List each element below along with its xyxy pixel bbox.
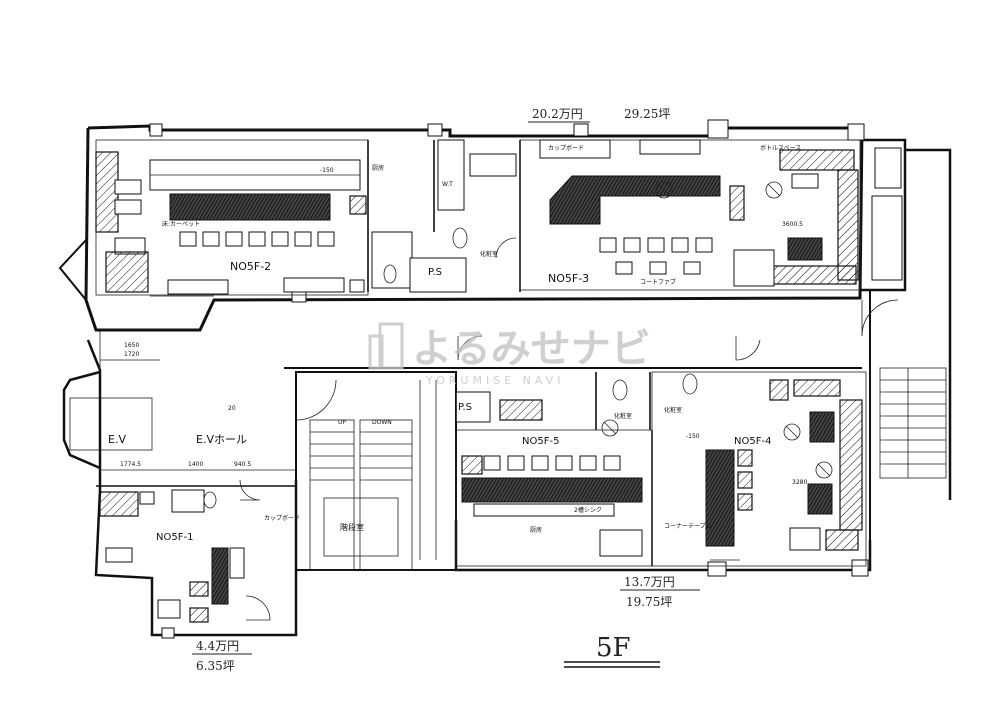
watermark-text: よるみせナビ <box>412 326 651 372</box>
unit-no5f-1-label: NO5F-1 <box>156 532 193 543</box>
exterior-stairs <box>879 367 947 479</box>
unit-no5f-5-label: NO5F-5 <box>522 436 559 447</box>
kitchen-label-no5f-2: 厨房 <box>372 164 384 172</box>
carpet-label: 床:カーペット <box>162 220 200 228</box>
cupboard-label: カップボード <box>548 144 584 152</box>
dn-label: DOWN <box>372 419 392 426</box>
unit-1-area: 6.35坪 <box>196 659 235 673</box>
ev-hall-label: E.Vホール <box>196 433 247 446</box>
top-area: 29.25坪 <box>624 107 670 121</box>
dim-3600-label: 3600.5 <box>782 221 803 228</box>
unit-1-price: 4.4万円 <box>196 639 239 653</box>
ps-mid-label: P.S <box>458 402 472 413</box>
dim-1720: 1720 <box>124 351 139 358</box>
unit-no5f-2: NO5F-2 床:カーペット 厨房 -150 <box>95 139 384 296</box>
unit-no5f-4: NO5F-4 -150 3280 コーナーテーブル <box>651 371 867 567</box>
stairs-label: 階段室 <box>340 522 364 532</box>
kitchen-label-no5f-5: 厨房 <box>530 526 542 534</box>
dim-150-label-4: -150 <box>686 433 700 440</box>
sink-label: 2槽シンク <box>574 506 602 514</box>
dim-1400: 1400 <box>188 461 203 468</box>
dim-3280-label: 3280 <box>792 479 807 486</box>
stair-room: 階段室 UP DOWN <box>295 371 457 571</box>
dim-1650: 1650 <box>124 342 139 349</box>
annotation-no5f-1: 4.4万円 6.35坪 <box>192 639 252 673</box>
floor-label-group: 5F <box>564 633 660 668</box>
unit-no5f-3-label: NO5F-3 <box>548 272 589 285</box>
top-price: 20.2万円 <box>532 107 583 121</box>
dim-1774: 1774.5 <box>120 461 141 468</box>
bottom-price: 13.7万円 <box>624 575 675 589</box>
right-strip <box>871 147 903 281</box>
dim-20: 20 <box>228 405 236 412</box>
annotation-bottom: 13.7万円 19.75坪 <box>620 575 700 609</box>
floor-label: 5F <box>596 633 631 663</box>
columns <box>149 119 869 639</box>
ps-top-label: P.S <box>428 267 442 278</box>
dim-150-label: -150 <box>320 167 334 174</box>
seat-row-no5f-5 <box>483 455 621 471</box>
unit-no5f-5: NO5F-5 厨房 2槽シンク <box>455 399 653 567</box>
seat-row-no5f-2 <box>179 231 335 247</box>
counter-table-label: コーナーテーブル <box>664 522 712 530</box>
unit-no5f-4-label: NO5F-4 <box>734 436 771 447</box>
unit-no5f-3: NO5F-3 コートファブ 3600.5 ボトルスペース カップボード <box>519 139 861 291</box>
unit-no5f-1: NO5F-1 カップボード <box>96 479 300 623</box>
storage-label: カップボード <box>264 514 300 522</box>
seat-row-no5f-3 <box>599 237 713 275</box>
wt-label: W.T <box>442 181 453 188</box>
bottle-space-label: ボトルスペース <box>760 144 801 152</box>
service-core-mid: P.S 化粧室 化粧室 <box>455 372 698 520</box>
unit-no5f-2-label: NO5F-2 <box>230 260 271 273</box>
building-logo-icon <box>378 322 404 370</box>
annotation-top: 20.2万円 29.25坪 <box>528 107 670 123</box>
watermark: よるみせナビ YORUMISE NAVI <box>368 322 651 387</box>
up-label: UP <box>338 419 346 426</box>
toilet-label-mid-1: 化粧室 <box>614 412 632 420</box>
watermark-subtext: YORUMISE NAVI <box>425 374 564 387</box>
ev-label: E.V <box>108 433 126 446</box>
service-core-top: P.S W.T 化粧室 <box>367 139 521 293</box>
dimension-lines <box>100 295 740 561</box>
toilet-label-mid-2: 化粧室 <box>664 406 682 414</box>
bottom-area: 19.75坪 <box>626 595 672 609</box>
corridor: 1650 1720 20 E.V E.Vホール 1774.5 1400 940.… <box>69 299 899 471</box>
dim-940: 940.5 <box>234 461 251 468</box>
sofa-label: コートファブ <box>640 278 676 286</box>
toilet-label-top: 化粧室 <box>480 250 498 258</box>
